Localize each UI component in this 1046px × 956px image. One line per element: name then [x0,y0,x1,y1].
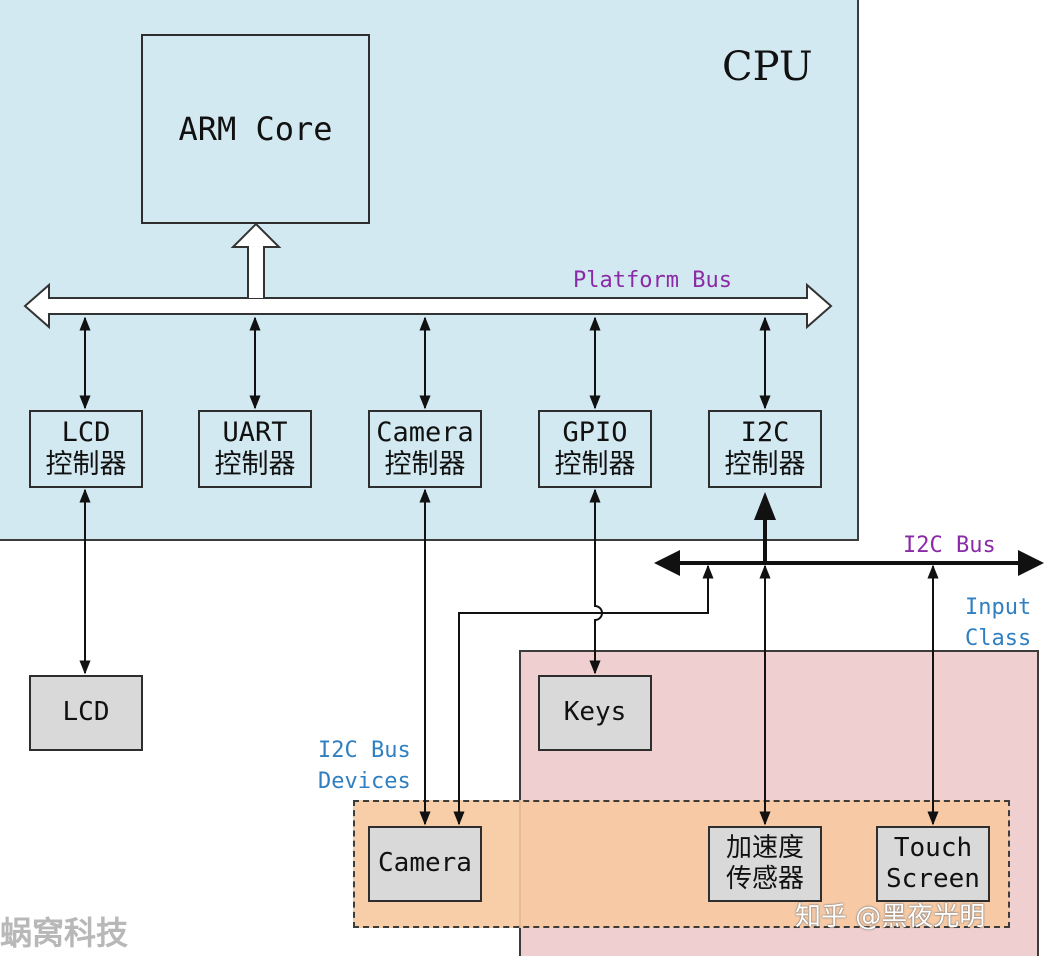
touch-screen-line2: Screen [886,864,980,894]
i2c-devices-line1: I2C Bus [318,738,411,763]
accelerometer-line2: 传感器 [725,864,804,894]
accelerometer-line1: 加速度 [725,832,804,863]
controller-suffix: 控制器 [724,449,806,480]
controller-name: GPIO [562,416,628,448]
controller-name: I2C [740,416,790,448]
controller-suffix: 控制器 [554,449,636,480]
touch-screen-line1: Touch [893,832,973,863]
platform-bus-label: Platform Bus [573,268,732,293]
watermark-left: 蜗窝科技 [0,914,129,952]
i2c-controller-box: I2C 控制器 [708,410,822,488]
uart-controller-box: UART 控制器 [198,410,312,488]
arm-core-label: ARM Core [178,109,333,148]
i2c-bus-left-head [654,550,680,576]
lcd-controller-box: LCD 控制器 [29,410,143,488]
i2c-bus-right-head [1018,550,1044,576]
arm-core-box: ARM Core [141,34,370,224]
lcd-device-label: LCD [62,697,110,728]
camera-device-box: Camera [368,826,482,902]
controller-suffix: 控制器 [214,449,296,480]
gpio-controller-box: GPIO 控制器 [538,410,652,488]
watermark-right: 知乎 @黑夜光明 [795,902,986,932]
accelerometer-device-box: 加速度 传感器 [708,826,822,902]
i2c-devices-line2: Devices [318,769,411,794]
i2c-bus-label: I2C Bus [903,533,996,558]
controller-name: UART [222,416,288,448]
lcd-device-box: LCD [29,675,143,751]
controller-name: Camera [376,416,474,448]
input-class-label: Input Class [965,592,1031,654]
input-class-line2: Class [965,626,1032,651]
platform-bus-arrow [23,282,833,330]
camera-controller-box: Camera 控制器 [368,410,482,488]
cpu-region [0,0,859,541]
i2c-controller-arrowhead [754,492,776,520]
cpu-title: CPU [722,44,813,90]
touch-screen-device-box: Touch Screen [876,826,990,902]
input-class-line1: Input [965,595,1032,620]
camera-device-label: Camera [378,848,472,879]
controller-suffix: 控制器 [384,449,466,480]
keys-device-label: Keys [563,697,627,728]
controller-name: LCD [61,416,111,448]
keys-device-box: Keys [538,675,652,751]
bus-to-core-arrow [230,222,282,298]
i2c-bus-devices-label: I2C Bus Devices [318,735,411,797]
controller-suffix: 控制器 [45,449,127,480]
